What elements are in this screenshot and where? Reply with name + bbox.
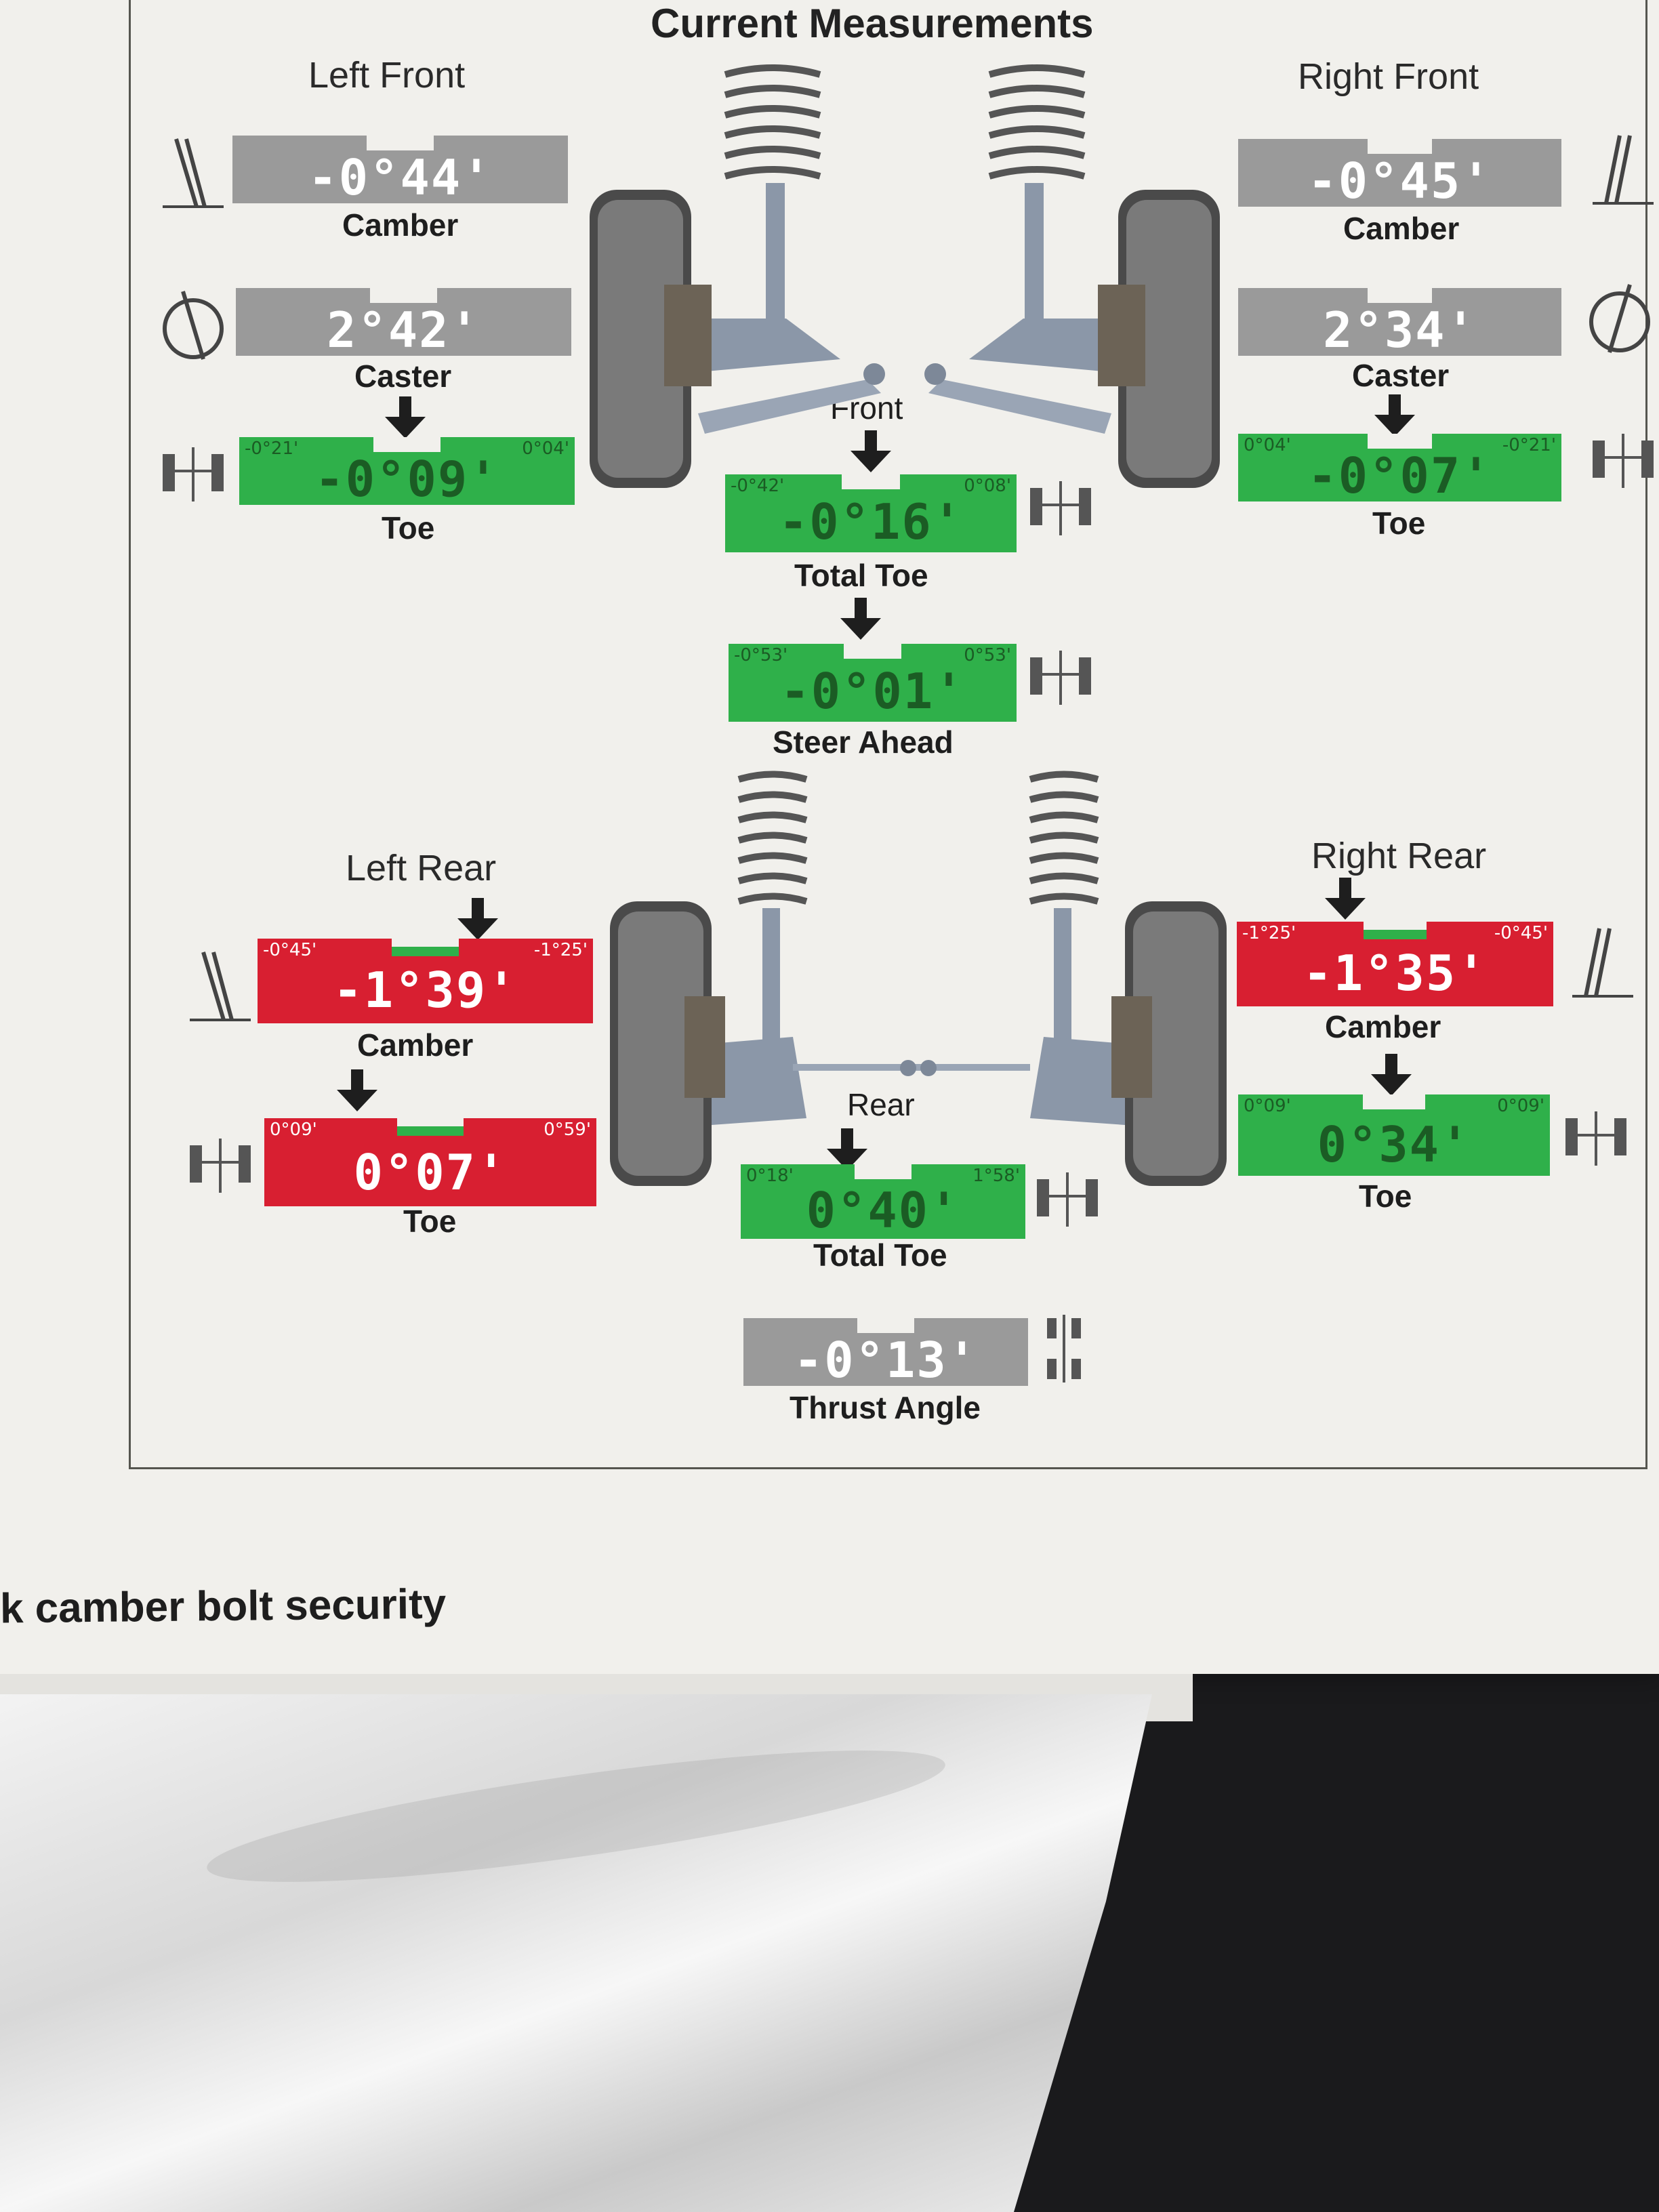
toe-icon	[163, 447, 224, 501]
rf-caster-gauge: 2°34'	[1238, 288, 1561, 359]
thrust-angle-value: -0°13'	[793, 1332, 979, 1389]
footer-note: k camber bolt security	[0, 1580, 447, 1633]
front-total-toe-max: 0°08'	[964, 476, 1011, 496]
lf-caster-gauge: 2°42'	[236, 288, 571, 359]
rr-camber-value: -1°35'	[1303, 945, 1488, 1002]
camber-icon	[163, 138, 224, 208]
steer-ahead-gauge: -0°53' 0°53' -0°01'	[729, 644, 1017, 722]
front-suspension-icon	[590, 64, 1220, 488]
total-toe-icon	[1030, 481, 1091, 535]
rr-camber-gauge: -1°25' -0°45' -1°35'	[1237, 922, 1553, 1006]
front-total-toe-min: -0°42'	[731, 476, 785, 496]
lf-toe-value: -0°09'	[314, 451, 499, 508]
lr-camber-value: -1°39'	[333, 962, 518, 1019]
lr-toe-value: 0°07'	[353, 1144, 508, 1201]
lf-toe-max: 0°04'	[522, 438, 569, 459]
rear-total-toe-max: 1°58'	[972, 1166, 1020, 1186]
rf-caster-value: 2°34'	[1323, 302, 1477, 359]
rr-camber-label: Camber	[1325, 1009, 1441, 1044]
lf-toe-label: Toe	[382, 510, 435, 546]
lf-caster-value: 2°42'	[327, 302, 480, 359]
rr-toe-max: 0°09'	[1497, 1096, 1544, 1116]
front-total-toe-gauge: -0°42' 0°08' -0°16'	[725, 474, 1017, 552]
right-rear-label: Right Rear	[1311, 836, 1487, 876]
rear-total-toe-min: 0°18'	[746, 1166, 794, 1186]
rr-toe-value: 0°34'	[1317, 1116, 1471, 1173]
rf-camber-gauge: -0°45'	[1238, 139, 1561, 209]
rf-camber-value: -0°45'	[1307, 152, 1492, 209]
rf-caster-label: Caster	[1352, 358, 1450, 393]
lr-toe-max: 0°59'	[544, 1120, 591, 1140]
rr-toe-gauge: 0°09' 0°09' 0°34'	[1238, 1094, 1550, 1176]
rr-toe-icon	[1565, 1111, 1626, 1166]
thrust-angle-gauge: -0°13'	[743, 1318, 1028, 1389]
lr-toe-gauge: 0°09' 0°59' 0°07'	[264, 1118, 596, 1206]
right-front-label: Right Front	[1298, 56, 1479, 97]
report-frame	[129, 0, 1647, 1469]
rr-camber-icon	[1572, 928, 1633, 998]
steer-ahead-label: Steer Ahead	[773, 724, 954, 760]
lr-camber-gauge: -0°45' -1°25' -1°39'	[258, 939, 593, 1023]
steer-ahead-value: -0°01'	[780, 663, 965, 720]
rr-camber-max: -0°45'	[1494, 923, 1548, 943]
rf-toe-gauge: 0°04' -0°21' -0°07'	[1238, 434, 1561, 504]
rear-total-toe-label: Total Toe	[813, 1237, 947, 1273]
lf-camber-label: Camber	[342, 207, 459, 243]
rf-caster-icon	[1589, 284, 1650, 353]
page-title: Current Measurements	[651, 1, 1094, 46]
rear-total-toe-icon	[1037, 1172, 1098, 1227]
lr-camber-min: -0°45'	[263, 940, 317, 960]
rr-toe-min: 0°09'	[1244, 1096, 1291, 1116]
rf-toe-value: -0°07'	[1307, 447, 1492, 504]
rr-toe-label: Toe	[1359, 1179, 1412, 1214]
caster-icon	[163, 291, 224, 360]
lr-toe-min: 0°09'	[270, 1120, 317, 1140]
lf-camber-gauge: -0°44'	[232, 136, 568, 206]
rf-toe-icon	[1593, 434, 1654, 488]
lf-toe-gauge: -0°21' 0°04' -0°09'	[239, 437, 575, 508]
thrust-angle-icon	[1047, 1315, 1081, 1382]
thrust-angle-label: Thrust Angle	[790, 1390, 981, 1425]
rf-toe-min: 0°04'	[1244, 435, 1291, 455]
rf-camber-icon	[1593, 135, 1654, 205]
printout-page	[0, 0, 1659, 1674]
lf-caster-label: Caster	[354, 359, 452, 394]
lr-camber-label: Camber	[357, 1027, 474, 1063]
rf-camber-label: Camber	[1343, 211, 1460, 246]
lf-camber-value: -0°44'	[308, 149, 493, 206]
rear-suspension-icon	[610, 771, 1227, 1186]
steer-ahead-icon	[1030, 651, 1091, 705]
lr-camber-max: -1°25'	[533, 940, 588, 960]
rr-camber-min: -1°25'	[1242, 923, 1296, 943]
plastic-bag	[0, 1694, 1152, 2212]
rf-toe-label: Toe	[1372, 506, 1426, 541]
steer-ahead-min: -0°53'	[734, 645, 788, 665]
rear-label: Rear	[847, 1087, 915, 1122]
lr-toe-icon	[190, 1139, 251, 1193]
lr-camber-icon	[190, 951, 251, 1021]
rear-total-toe-gauge: 0°18' 1°58' 0°40'	[741, 1164, 1025, 1239]
steer-ahead-max: 0°53'	[964, 645, 1011, 665]
front-total-toe-label: Total Toe	[794, 558, 928, 593]
left-front-label: Left Front	[308, 55, 466, 96]
lr-toe-label: Toe	[403, 1204, 457, 1239]
left-rear-label: Left Rear	[346, 848, 497, 888]
rear-total-toe-value: 0°40'	[806, 1182, 960, 1239]
front-total-toe-value: -0°16'	[778, 493, 964, 550]
rf-toe-max: -0°21'	[1502, 435, 1556, 455]
lf-toe-min: -0°21'	[245, 438, 299, 459]
